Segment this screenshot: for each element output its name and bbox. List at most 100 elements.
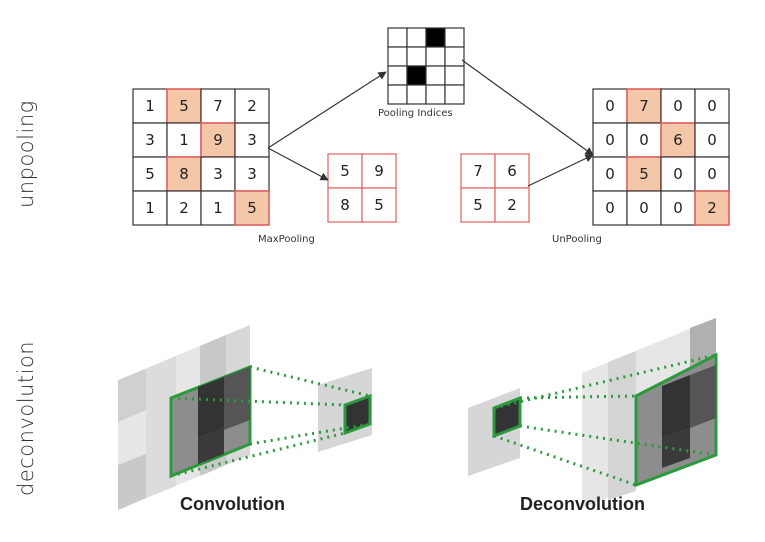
cell-value: 2 [179, 199, 189, 217]
pooling-indices-caption: Pooling Indices [378, 108, 453, 119]
unpooling-caption: UnPooling [552, 234, 602, 245]
cell-value: 3 [213, 165, 223, 183]
cell-value: 1 [145, 97, 155, 115]
cell-value: 7 [213, 97, 223, 115]
cell-value: 7 [473, 162, 483, 180]
cell-value: 0 [605, 131, 615, 149]
matrix-cell [327, 187, 363, 223]
pooled-matrix: 5 9 8 5 [327, 153, 397, 223]
matrix-cell [660, 88, 696, 124]
matrix-cell [234, 190, 270, 226]
convolution-illustration: Convolution [118, 325, 372, 514]
conv-output-cell [343, 393, 372, 436]
cell-value: 5 [473, 196, 483, 214]
index-cell [406, 46, 427, 67]
deconv-projection-line [519, 394, 637, 400]
conv-projection-line [170, 396, 346, 407]
cell-value: 0 [707, 165, 717, 183]
cell-value: 5 [247, 199, 257, 217]
index-cell [425, 84, 446, 105]
matrix-cell [132, 190, 168, 226]
index-cell [444, 65, 465, 86]
matrix-cell [694, 190, 730, 226]
deconv-input-layer [468, 388, 522, 476]
index-cell [387, 27, 408, 48]
cell-value: 0 [605, 199, 615, 217]
cell-value: 2 [507, 196, 517, 214]
index-cell [387, 84, 408, 105]
matrix-cell [166, 122, 202, 158]
matrix-cell [460, 153, 496, 189]
cell-value: 6 [673, 131, 683, 149]
cell-value: 5 [179, 97, 189, 115]
deconv-projection-line [493, 353, 717, 410]
matrix-cell [626, 190, 662, 226]
index-cell [387, 46, 408, 67]
cell-value: 1 [213, 199, 223, 217]
index-cell [425, 46, 446, 67]
cell-value: 0 [707, 97, 717, 115]
cell-value: 0 [605, 165, 615, 183]
pooling-indices-grid [387, 27, 465, 105]
matrix-cell [694, 156, 730, 192]
index-cell [444, 84, 465, 105]
convolution-caption: Convolution [180, 494, 285, 514]
cell-value: 8 [340, 196, 350, 214]
index-cell [425, 27, 446, 48]
matrix-cell [327, 153, 363, 189]
cell-value: 2 [247, 97, 257, 115]
deconv-projection-line [519, 424, 717, 457]
matrix-cell [494, 153, 530, 189]
arrow-to-pooled [267, 147, 329, 181]
cell-value: 8 [179, 165, 189, 183]
cell-value: 1 [179, 131, 189, 149]
cell-value: 5 [340, 162, 350, 180]
matrix-cell [166, 190, 202, 226]
index-cell [406, 27, 427, 48]
index-cell [406, 65, 427, 86]
input-matrix: 1 5 7 2 3 1 9 3 5 8 3 3 1 2 1 5 [132, 88, 270, 226]
cell-value: 0 [707, 131, 717, 149]
cell-value: 3 [145, 131, 155, 149]
cell-value: 0 [639, 199, 649, 217]
matrix-cell [494, 187, 530, 223]
index-cell [444, 46, 465, 67]
matrix-cell [234, 88, 270, 124]
cell-value: 5 [374, 196, 384, 214]
index-cell [444, 27, 465, 48]
cell-value: 0 [673, 97, 683, 115]
cell-value: 5 [639, 165, 649, 183]
cell-value: 5 [145, 165, 155, 183]
index-cell [406, 84, 427, 105]
output-matrix: 0 7 0 0 0 0 6 0 0 5 0 0 0 0 0 2 [592, 88, 730, 226]
deconvolution-illustration: Deconvolution [468, 318, 718, 514]
cell-value: 3 [247, 165, 257, 183]
cell-value: 9 [213, 131, 223, 149]
cell-value: 0 [673, 165, 683, 183]
cell-value: 0 [605, 97, 615, 115]
unpool-input-matrix: 7 6 5 2 [460, 153, 530, 223]
cell-value: 9 [374, 162, 384, 180]
deconvolution-caption: Deconvolution [520, 494, 645, 514]
matrix-cell [460, 187, 496, 223]
cell-value: 6 [507, 162, 517, 180]
matrix-cell [592, 190, 628, 226]
cell-value: 0 [639, 131, 649, 149]
matrix-cell [361, 153, 397, 189]
matrix-cell [592, 122, 628, 158]
cell-value: 3 [247, 131, 257, 149]
conv-projection-line [170, 431, 346, 478]
matrix-cell [361, 187, 397, 223]
matrix-cell [234, 122, 270, 158]
cell-value: 2 [707, 199, 717, 217]
arrow-unpool-to-output [527, 154, 594, 187]
index-cell [387, 65, 408, 86]
cell-value: 7 [639, 97, 649, 115]
cell-value: 1 [145, 199, 155, 217]
matrix-cell [166, 156, 202, 192]
maxpooling-caption: MaxPooling [258, 234, 315, 245]
index-cell [425, 65, 446, 86]
arrow-to-indices [267, 71, 387, 149]
matrix-cell [132, 88, 168, 124]
cell-value: 0 [673, 199, 683, 217]
